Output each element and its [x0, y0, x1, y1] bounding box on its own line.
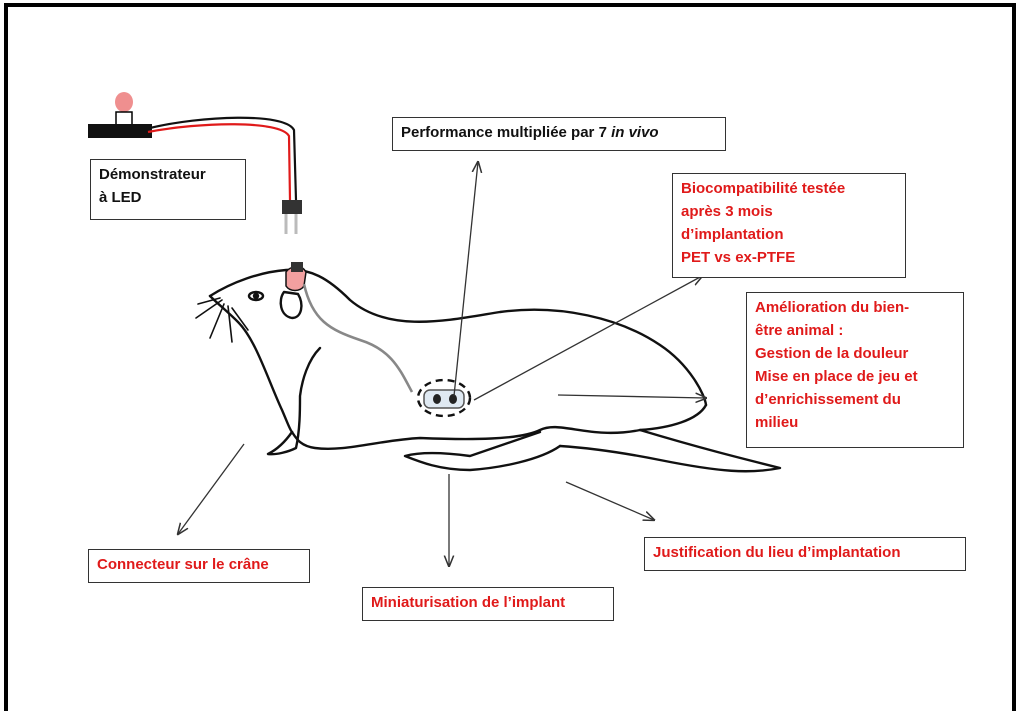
led-plug: [282, 200, 302, 214]
arrow-to-performance: [453, 162, 478, 397]
led-board: [88, 124, 152, 138]
arrow-to-connector: [178, 443, 245, 534]
led-wire-red: [147, 123, 292, 201]
rat-whiskers: [195, 297, 249, 343]
welfare-label: Amélioration du bien- être animal : Gest…: [746, 292, 964, 448]
implant-cable: [302, 283, 414, 393]
rat-ear: [279, 290, 303, 320]
led-demonstrator-icon: [88, 92, 302, 234]
biocompatibility-label: Biocompatibilité testée après 3 mois d’i…: [672, 173, 906, 278]
miniaturisation-label: Miniaturisation de l’implant: [362, 587, 614, 621]
led-base: [115, 111, 133, 127]
rat-illustration: [195, 268, 782, 473]
implant-icon: [416, 378, 472, 418]
led-wire-black: [149, 116, 298, 201]
rat-belly-outline: [290, 403, 708, 450]
rat-tail: [558, 428, 782, 473]
annotation-arrows: [178, 162, 706, 566]
led-demonstrator-label: Démonstrateur à LED: [90, 159, 246, 220]
arrow-to-justification: [565, 481, 654, 520]
connector-label: Connecteur sur le crâne: [88, 549, 310, 583]
performance-label: Performance multipliée par 7 in vivo: [392, 117, 726, 151]
justification-label: Justification du lieu d’implantation: [644, 537, 966, 571]
rat-front-leg: [266, 346, 322, 456]
rat-chest: [208, 294, 294, 434]
rat-hind-leg: [403, 430, 562, 472]
rat-eye: [247, 290, 265, 302]
head-connector-icon: [285, 262, 307, 292]
diagram-frame: [4, 3, 1016, 711]
led-bulb: [115, 92, 133, 112]
rat-back-outline: [208, 268, 708, 407]
arrow-to-biocompatibility: [473, 276, 702, 401]
arrow-to-welfare: [557, 395, 706, 398]
